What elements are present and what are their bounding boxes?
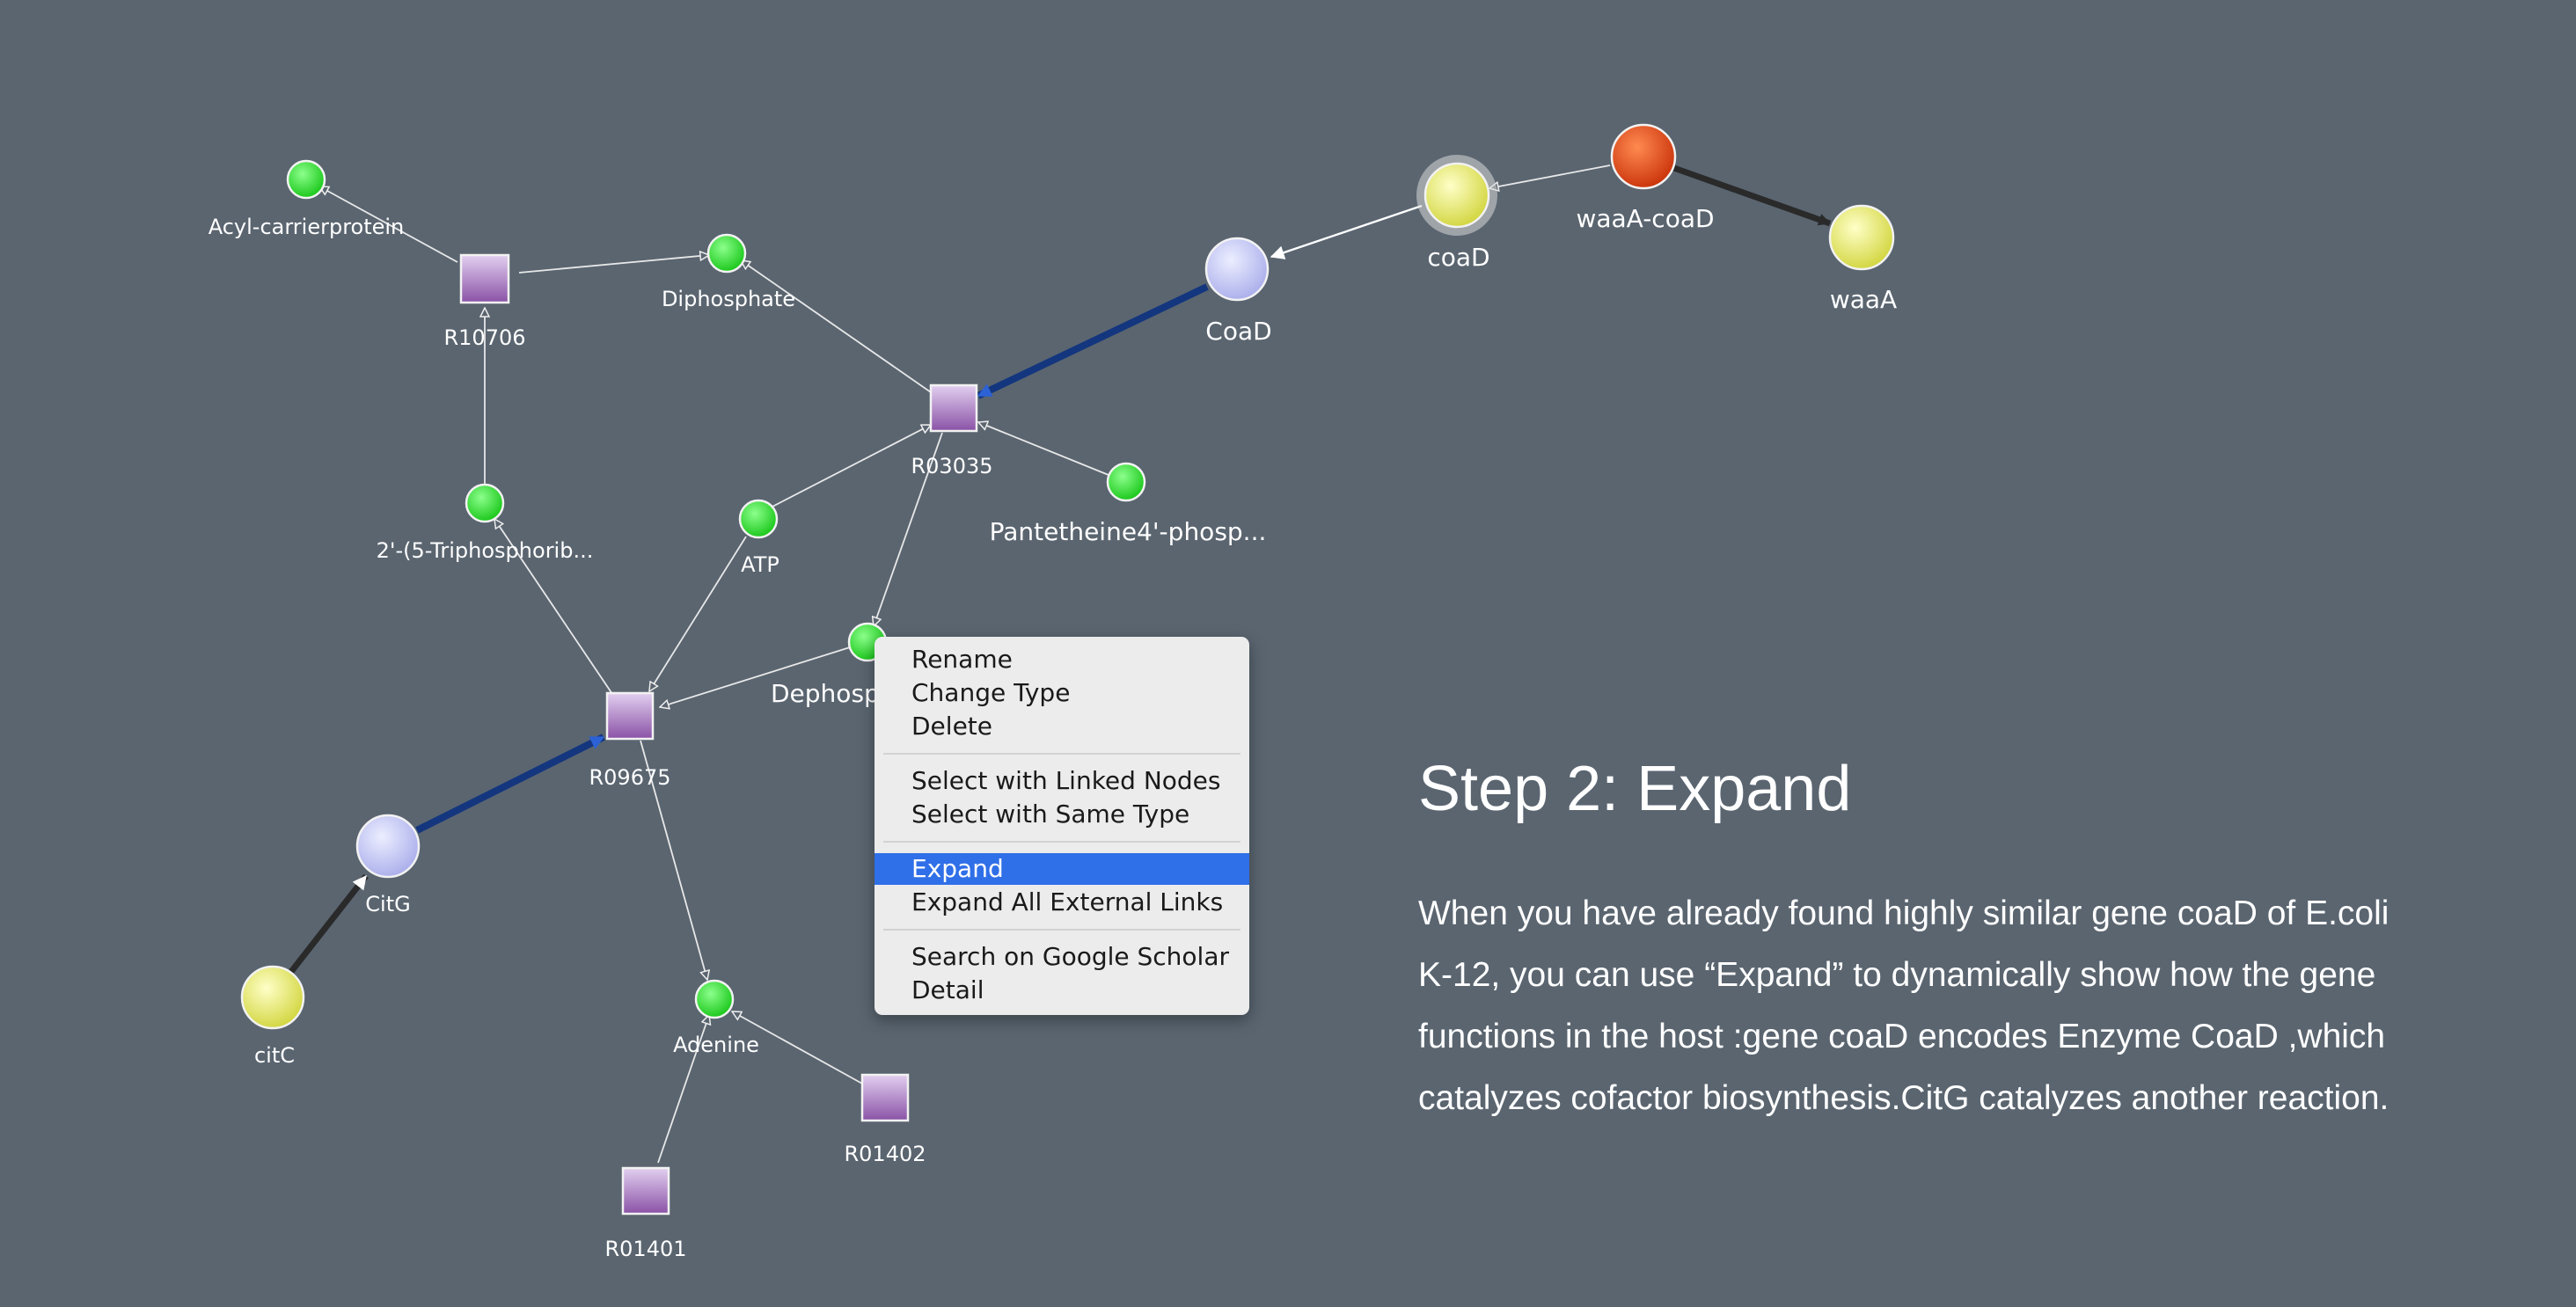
label-r01402: R01402 — [844, 1142, 926, 1166]
edge-r01402-adenine — [732, 1011, 863, 1084]
node-coad-gene[interactable] — [1423, 162, 1490, 229]
menu-expand[interactable]: Expand — [875, 853, 1249, 885]
edge-atp-r03035 — [770, 424, 931, 508]
node-waaa-coad[interactable] — [1610, 123, 1677, 190]
label-r09675: R09675 — [589, 765, 670, 790]
protein-gene-nodes — [240, 123, 1895, 1030]
step-description: When you have already found highly simil… — [1418, 894, 2389, 1117]
node-r03035[interactable] — [929, 383, 978, 433]
label-pantetheine: Pantetheine4'-phosp... — [990, 517, 1267, 546]
menu-select-linked-nodes[interactable]: Select with Linked Nodes — [911, 766, 1221, 795]
menu-rename[interactable]: Rename — [911, 645, 1013, 674]
menu-separator — [883, 753, 1240, 755]
catalysis-edges — [288, 164, 1832, 975]
edge-r10706-acyl — [319, 186, 458, 263]
label-diphosphate: Diphosphate — [662, 287, 795, 311]
edges — [319, 164, 1611, 1164]
menu-search-google-scholar[interactable]: Search on Google Scholar — [911, 942, 1230, 971]
label-acyl-carrierprotein: Acyl-carrierprotein — [209, 215, 405, 239]
edge-r03035-dephospho — [874, 432, 943, 626]
label-adenine: Adenine — [673, 1033, 759, 1057]
reaction-nodes — [459, 253, 978, 1216]
edge-dephospho-r09675 — [660, 646, 851, 707]
node-adenine[interactable] — [694, 979, 735, 1019]
menu-detail[interactable]: Detail — [911, 975, 984, 1004]
label-citg: CitG — [365, 892, 410, 916]
node-waaa[interactable] — [1828, 204, 1895, 271]
label-r01401: R01401 — [604, 1237, 686, 1261]
edge-atp-r09675 — [649, 536, 747, 691]
edge-r03035-diphosphate — [741, 260, 932, 393]
node-atp[interactable] — [738, 499, 779, 539]
node-citc-gene[interactable] — [240, 965, 305, 1030]
label-triphosphoribosyl: 2'-(5-Triphosphorib... — [377, 538, 594, 563]
node-r01402[interactable] — [860, 1073, 910, 1122]
compound-nodes — [286, 159, 1146, 1019]
label-coad-gene: coaD — [1427, 243, 1489, 272]
node-pantetheine[interactable] — [1106, 462, 1146, 502]
node-r09675[interactable] — [605, 691, 655, 741]
label-r03035: R03035 — [911, 454, 992, 478]
edge-waaacoad-coad — [1489, 164, 1611, 188]
edge-r10706-diphosphate — [518, 255, 709, 274]
node-triphosphoribosyl[interactable] — [465, 483, 505, 523]
label-dephospho: Dephosp — [771, 679, 880, 708]
edge-r09675-adenine — [640, 740, 707, 980]
edge-waaacoad-waaa — [1670, 164, 1832, 227]
menu-delete[interactable]: Delete — [911, 712, 992, 741]
label-waaa: waaA — [1830, 285, 1897, 314]
node-r10706[interactable] — [459, 253, 510, 304]
menu-select-same-type[interactable]: Select with Same Type — [911, 800, 1190, 829]
node-r01401[interactable] — [621, 1166, 670, 1216]
node-diphosphate[interactable] — [706, 233, 747, 274]
label-coad-enzyme: CoaD — [1205, 317, 1271, 346]
edge-coad-gene-enzyme — [1270, 204, 1423, 259]
menu-change-type[interactable]: Change Type — [911, 678, 1071, 707]
node-citg-enzyme[interactable] — [355, 814, 421, 879]
edge-coad-r03035 — [977, 283, 1209, 399]
edge-pantetheine-r03035 — [978, 422, 1109, 476]
label-waaa-coad: waaA-coaD — [1576, 204, 1714, 233]
context-menu: Rename Change Type Delete Select with Li… — [875, 637, 1249, 1015]
label-atp: ATP — [741, 552, 779, 577]
edge-r01401-adenine — [657, 1015, 709, 1164]
menu-separator — [883, 929, 1240, 931]
node-labels: Acyl-carrierprotein Diphosphate R10706 R… — [209, 204, 1897, 1261]
menu-expand-all-external-links[interactable]: Expand All External Links — [911, 887, 1224, 916]
edge-citc-citg — [288, 873, 369, 975]
node-acyl-carrierprotein[interactable] — [286, 159, 326, 200]
edge-citg-r09675 — [415, 734, 605, 834]
step-title: Step 2: Expand — [1418, 754, 1852, 824]
menu-separator — [883, 841, 1240, 843]
label-r10706: R10706 — [443, 325, 525, 350]
label-citc: citC — [254, 1043, 295, 1068]
node-coad-enzyme[interactable] — [1204, 237, 1270, 302]
edge-r09675-triphos — [494, 519, 615, 697]
